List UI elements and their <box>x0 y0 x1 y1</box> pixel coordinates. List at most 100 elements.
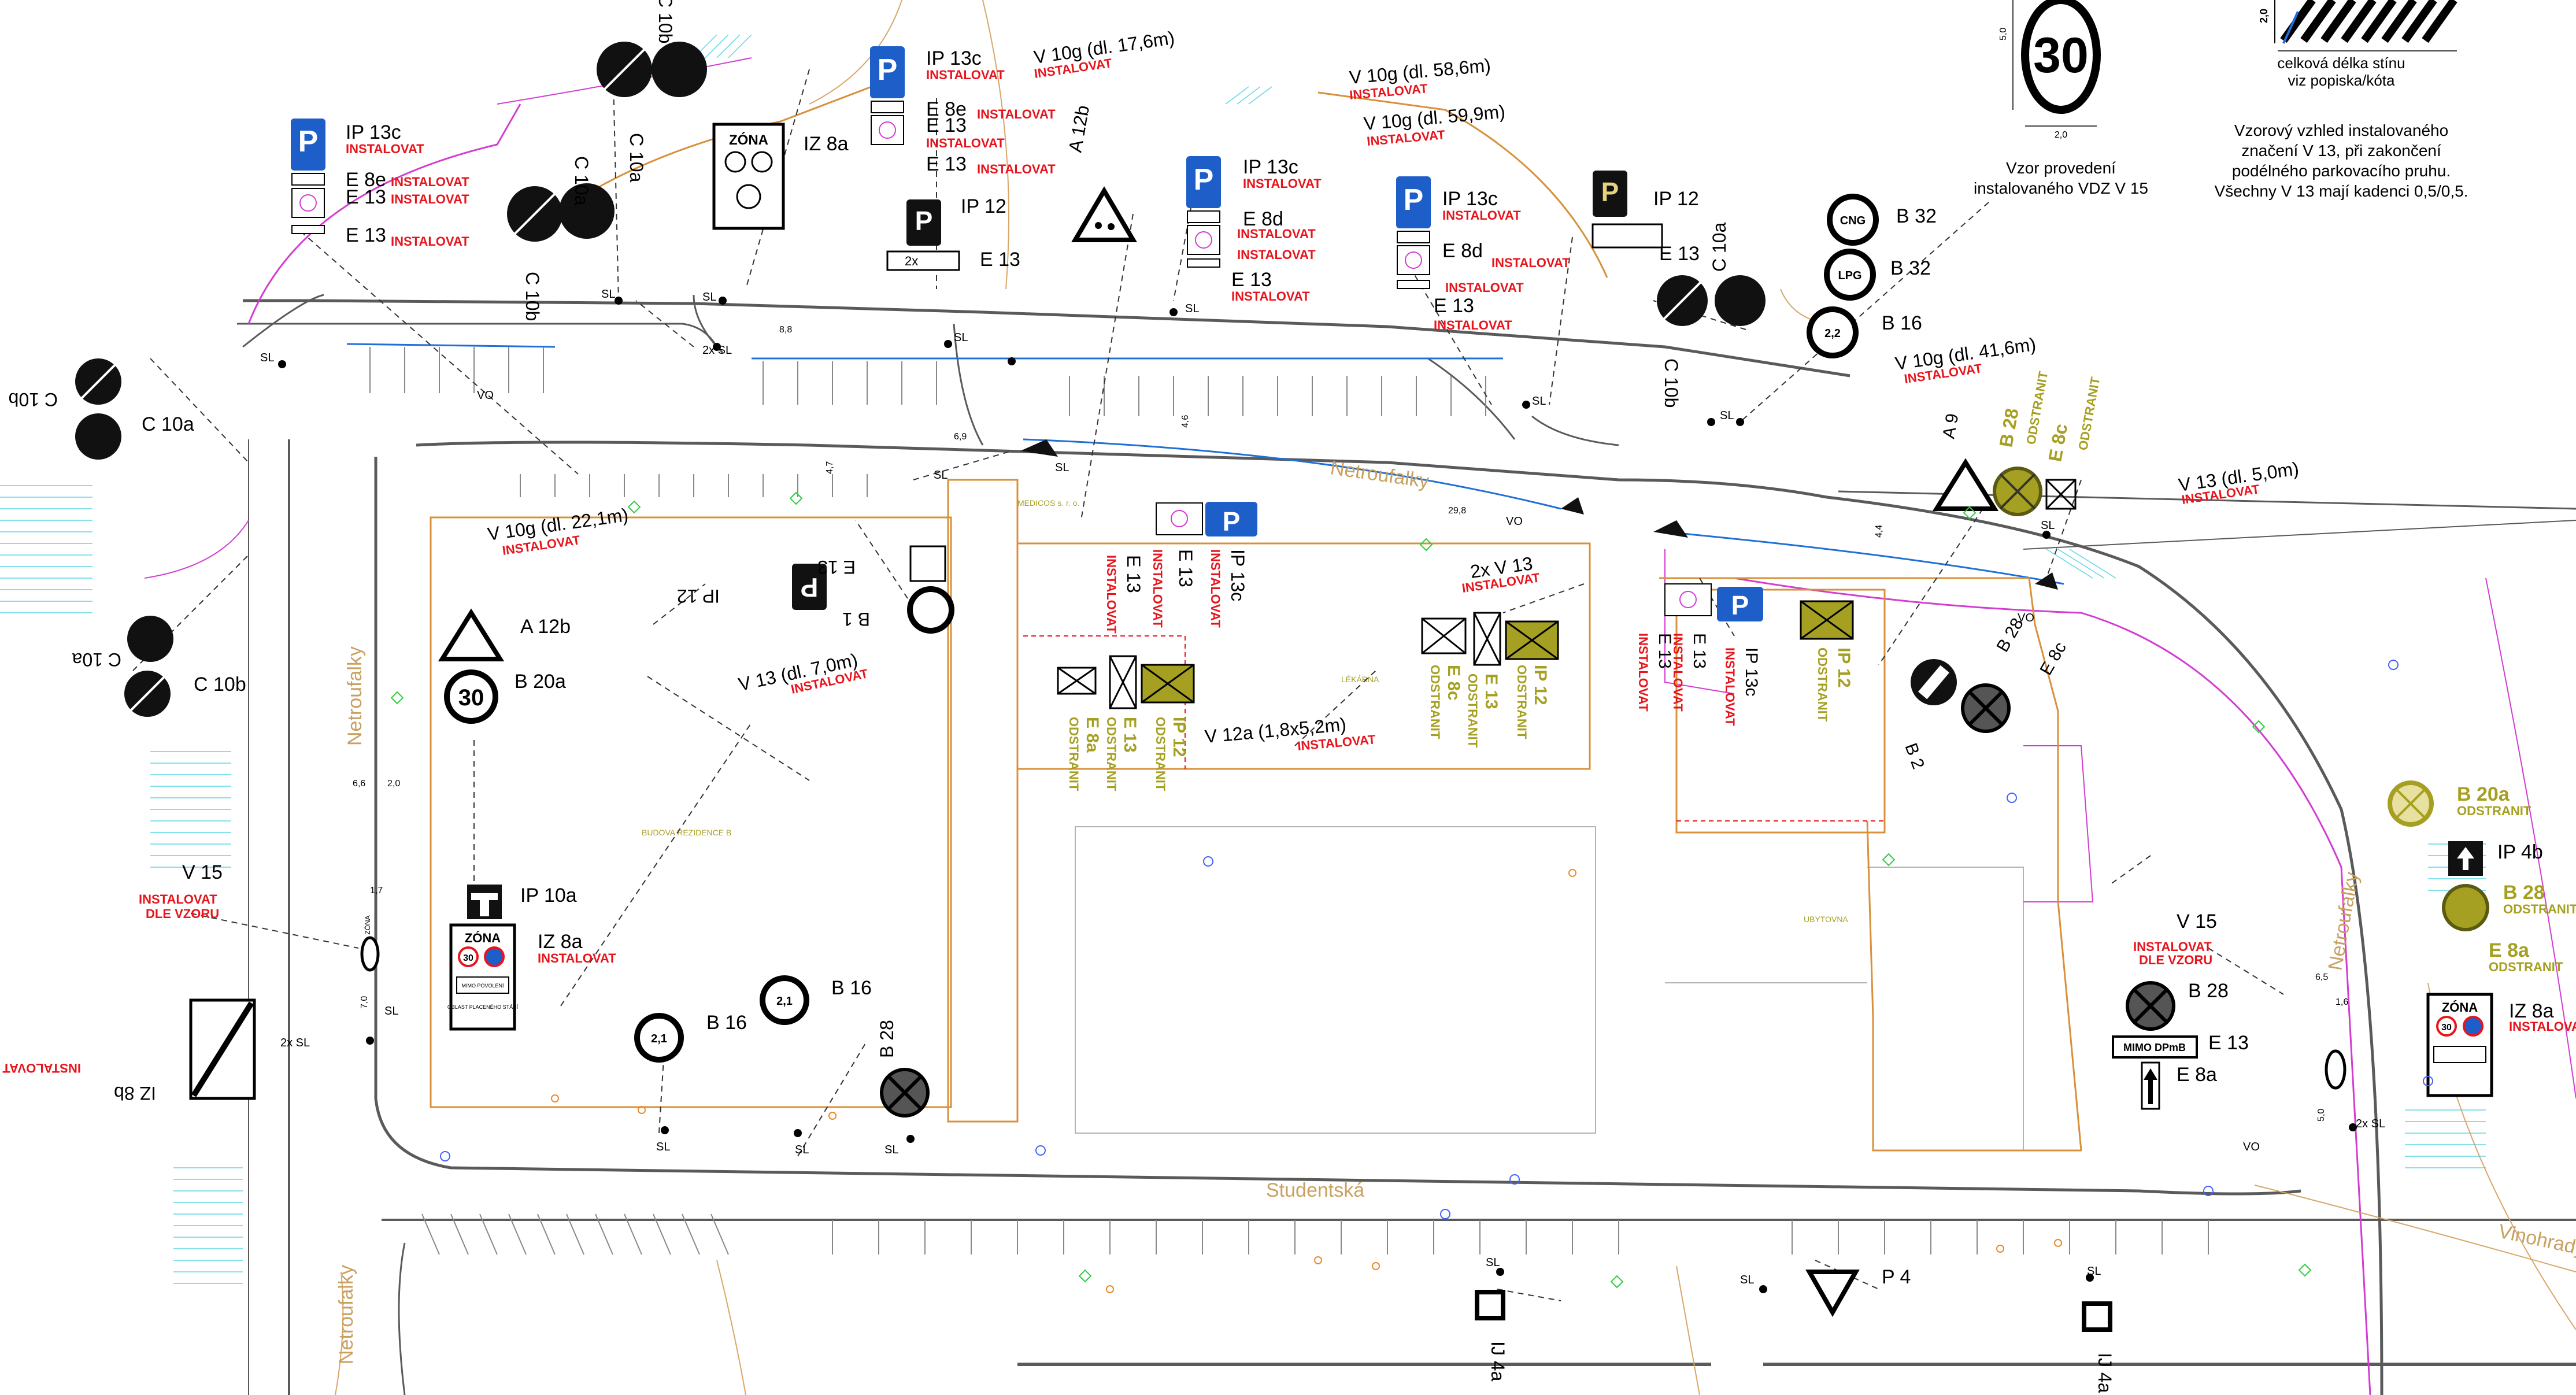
v15-dim-2: 2,0 <box>2055 130 2067 140</box>
sign-ip10a-iz8a: IP 10a ZÓNA 30 MIMO POVOLENÍ OBLAST PLAC… <box>447 885 616 1031</box>
building-labels: LÉKÁRNA BUDOVA REZIDENCE B UBYTOVNA MEDI… <box>642 498 1848 924</box>
label-ip12-a: IP 12 <box>961 195 1006 217</box>
label-e13-g: E 13 <box>817 557 856 578</box>
label-e13-b2: E 13 <box>926 153 967 175</box>
dim-1-6: 1,6 <box>2336 997 2348 1007</box>
remove-ip12-m: ODSTRANIT <box>1815 647 1830 722</box>
label-e13-n: E 13 <box>2208 1032 2249 1054</box>
street-netroufalky-left: Netroufalky <box>344 646 366 746</box>
vo-2: VO <box>1506 515 1523 528</box>
dim-5-0: 5,0 <box>2316 1109 2326 1122</box>
label-c10b-top: C 10b <box>522 272 543 321</box>
sl-17: SL <box>384 1005 398 1017</box>
sl-8: SL <box>2041 519 2055 532</box>
sign-group-ip13c-m: P E 13 INSTALOVAT E 13 INSTALOVAT IP 13c… <box>1636 583 1853 726</box>
sign-right-column: B 20a ODSTRANIT IP 4b B 28 ODSTRANIT E 8… <box>2325 780 2576 1097</box>
label-e8d-e: E 8d <box>1442 240 1483 262</box>
label-medicos: MEDICOS s. r. o. <box>1017 498 1079 508</box>
label-e8e-a: E 8e <box>346 169 386 191</box>
label-e8c-top: E 8c <box>2044 422 2071 463</box>
x2sl-3: 2x SL <box>702 344 732 357</box>
sign-group-ip13c-h: P IP 13c INSTALOVAT E 13 INSTALOVAT E 13… <box>1104 502 1257 634</box>
dim-29-8: 29,8 <box>1448 506 1466 516</box>
label-e8e-b: E 8e <box>926 98 967 120</box>
parking-reserve-icon <box>1593 171 1627 217</box>
install-e13-m2: INSTALOVAT <box>1671 633 1685 712</box>
legend-v13: 2,0 celková délka stínu viz popiska/kóta… <box>2215 0 2468 200</box>
remove-e8a-rr: ODSTRANIT <box>2489 960 2563 974</box>
bus-stop-icon <box>2082 1301 2112 1332</box>
cycle-path-icon <box>559 183 615 239</box>
label-ip4b: IP 4b <box>2497 841 2543 863</box>
remove-b20a-r: ODSTRANIT <box>2457 804 2531 818</box>
v13-70-label: V 13 (dl. 7,0m) INSTALOVAT <box>736 649 869 697</box>
sign-group-ip13c-e: P IP 13c INSTALOVAT E 8d INSTALOVAT INST… <box>1396 176 1570 332</box>
sign-b32-b16: CNG B 32 LPG B 32 2,2 B 16 <box>1807 194 1937 358</box>
install-e13-a1: INSTALOVAT <box>391 192 469 206</box>
label-b16-a: B 16 <box>1882 312 1922 334</box>
sl-7: SL <box>1720 409 1734 422</box>
label-b28-top: B 28 <box>1995 406 2022 449</box>
remove-b28-r: ODSTRANIT <box>2503 902 2576 916</box>
dim-6-5: 6,5 <box>2315 972 2328 982</box>
label-ip10a: IP 10a <box>520 885 577 906</box>
install-e13-m: INSTALOVAT <box>1636 633 1650 712</box>
label-ip13c-b: IP 13c <box>926 47 982 69</box>
install-e13-a2: INSTALOVAT <box>391 234 469 249</box>
label-e8a-n: E 8a <box>2177 1064 2217 1086</box>
sign-p4-ij4a: P 4 IJ 4a IJ 4a <box>1475 1266 2115 1393</box>
label-ip12-r2: IP 12 <box>1531 665 1550 705</box>
label-ip13c-e: IP 13c <box>1442 188 1498 210</box>
sl-11: SL <box>884 1144 898 1156</box>
label-iz8a-mid: IZ 8a <box>538 931 583 953</box>
street-vinohrady: Vinohrady <box>2496 1220 2576 1260</box>
install-e13-h2: INSTALOVAT <box>1104 555 1119 634</box>
street-labels: Netroufalky Netroufalky Netroufalky Netr… <box>335 457 2576 1364</box>
label-ip13c-c: IP 13c <box>1243 156 1298 178</box>
x2sl-1: 2x SL <box>280 1037 310 1049</box>
zone-sign-icon <box>712 123 785 230</box>
sl-16: SL <box>934 469 948 482</box>
cycle-path-icon <box>75 413 121 460</box>
install-e8e-b: INSTALOVAT <box>977 107 1056 121</box>
sign-a12b-b20a-mid: A 12b 30 B 20a <box>438 608 571 724</box>
vo-4: VO <box>2243 1141 2260 1153</box>
label-e8c-m: E 8c <box>2036 639 2070 678</box>
dim-8-8: 8,8 <box>779 325 792 335</box>
label-e13-r2: E 13 <box>1482 674 1501 709</box>
label-b28-r: B 28 <box>2503 882 2545 904</box>
zone-sign-icon <box>2426 993 2493 1097</box>
sign-group-ip13c-a: P IP 13c INSTALOVAT E 8e INSTALOVAT E 13… <box>291 119 469 249</box>
remove-b28-icon <box>2442 884 2489 931</box>
install-e13-c: INSTALOVAT <box>1231 289 1310 304</box>
label-b32-a: B 32 <box>1896 205 1937 227</box>
install-e13-b2: INSTALOVAT <box>977 162 1056 176</box>
remove-b28-top: ODSTRANIT <box>2023 370 2051 446</box>
remove-e13-r: ODSTRANIT <box>1104 717 1119 791</box>
v13-desc-2: značení V 13, při zakončení <box>2241 142 2441 160</box>
label-b20a: B 20a <box>515 671 566 693</box>
install-e8d-e: INSTALOVAT <box>1491 256 1570 270</box>
dim-4-4: 4,4 <box>1874 525 1884 538</box>
install-v15-right: INSTALOVAT <box>2133 939 2212 954</box>
time-disc-icon <box>291 188 325 218</box>
label-c10a-left: C 10a <box>142 413 194 435</box>
label-e13-d: E 13 <box>980 249 1020 271</box>
label-c10a-top2: C 10a <box>626 133 647 183</box>
label-e13-m2: E 13 <box>1690 633 1709 669</box>
children-warning-icon <box>438 608 505 661</box>
install-e8e-a: INSTALOVAT <box>391 175 469 189</box>
zone-text-top: ZÓNA <box>729 132 768 148</box>
sign-iz8b-left: IZ 8b INSTALOVAT <box>2 998 256 1104</box>
street-studentska: Studentská <box>1266 1179 1364 1201</box>
sl-14: SL <box>1740 1274 1754 1286</box>
street-netroufalky-right: Netroufalky <box>2324 870 2363 972</box>
label-e13-m: E 13 <box>1655 633 1674 669</box>
label-c10b-top-edge: C 10b <box>655 0 676 43</box>
v13-shadow-2: viz popiska/kóta <box>2288 72 2396 89</box>
no-vehicles-icon <box>907 586 954 634</box>
label-b32-b: B 32 <box>1890 257 1931 279</box>
v13-dim: 2,0 <box>2258 9 2270 23</box>
label-e8a-rr: E 8a <box>2489 939 2530 961</box>
